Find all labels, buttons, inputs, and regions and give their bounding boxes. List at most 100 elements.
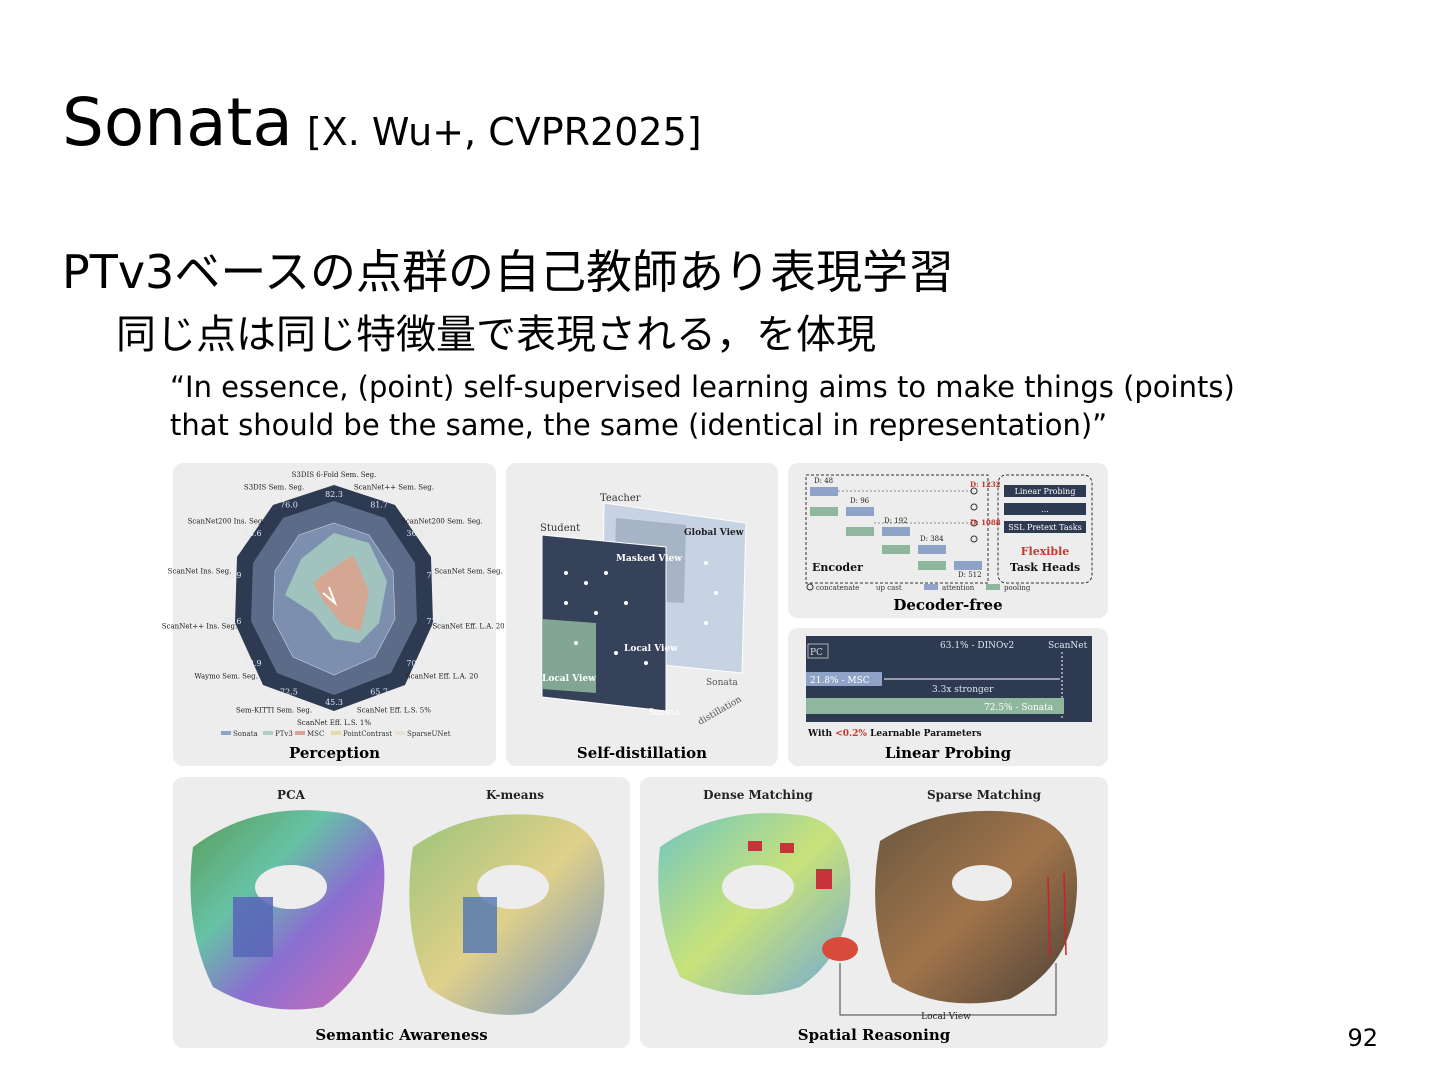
- legend-sparseunet: SparseUNet: [407, 730, 451, 738]
- decoder-free-title: Decoder-free: [893, 596, 1003, 614]
- radar-axis-label: ScanNet Eff. L.S. 5%: [357, 707, 431, 715]
- encoder-label: Encoder: [812, 561, 863, 574]
- spatial-reasoning-image: Dense Matching Sparse Matching Local Vie…: [658, 788, 1078, 1022]
- panel-perception: 82.3 81.7 36.8 79.4 73.6 70.5 65.7 45.3 72.5 72.9…: [162, 463, 505, 766]
- legend-msc: MSC: [307, 730, 324, 738]
- lp-footnote-pre: With: [807, 729, 835, 739]
- quote: “In essence, (point) self-supervised lea…: [170, 368, 1235, 444]
- radar-axis-label: ScanNet200 Ins. Seg.: [188, 518, 265, 526]
- legend-sonata: Sonata: [233, 730, 258, 738]
- radar-value: 73.6: [426, 617, 444, 626]
- page-number: 92: [1347, 1024, 1378, 1052]
- masked-view-label: Masked View: [616, 554, 682, 564]
- kmeans-label: K-means: [486, 788, 544, 802]
- radar-axis-label: ScanNet Eff. L.A. 20: [406, 672, 478, 680]
- radar-value: 35.6: [224, 617, 242, 626]
- radar-value: 72.5: [280, 688, 298, 697]
- msc-label: 21.8% - MSC: [810, 676, 870, 686]
- slide-title: Sonata [X. Wu+, CVPR2025]: [62, 84, 702, 161]
- dim-1232: D: 1232: [970, 480, 1001, 489]
- lp-footnote-post: Learnable Parameters: [867, 729, 982, 739]
- lp-footnote: With <0.2% Learnable Parameters: [807, 729, 982, 739]
- sonata-label-1: Sonata: [706, 678, 738, 688]
- dim-1088: D: 1088: [970, 518, 1001, 527]
- pca-label: PCA: [277, 788, 306, 802]
- panel-self-distillation: Teacher Global View Student Masked View …: [506, 463, 778, 766]
- dense-matching-label: Dense Matching: [703, 788, 813, 802]
- lp-footnote-em: <0.2%: [835, 729, 867, 739]
- radar-value: 79.4: [426, 571, 444, 580]
- radar-axis-label: ScanNet Ins. Seg.: [168, 567, 232, 575]
- radar-axis-label: ScanNet Eff. L.S. 1%: [297, 719, 371, 727]
- self-distillation-title: Self-distillation: [576, 744, 708, 762]
- radar-value: 81.7: [370, 500, 388, 509]
- head-ssl: SSL Pretext Tasks: [1008, 523, 1081, 532]
- bullet-level2: 同じ点は同じ特徴量で表現される，を体現: [116, 312, 876, 358]
- head-ellipsis: ...: [1041, 505, 1049, 514]
- dataset-label: ScanNet: [1048, 641, 1088, 651]
- flexible-line1: Flexible: [1021, 545, 1070, 558]
- panel-semantic-awareness: PCA K-means Semantic Awareness: [173, 777, 630, 1048]
- title-main: Sonata: [62, 84, 293, 161]
- legend-pooling: pooling: [1004, 584, 1031, 592]
- bullet-level1: PTv3ベースの点群の自己教師あり表現学習: [62, 245, 955, 299]
- legend-upcast: up cast: [876, 584, 902, 592]
- dinov2-label: 63.1% - DINOv2: [940, 641, 1014, 651]
- dim-96: D: 96: [850, 497, 870, 505]
- radar-axis-label: S3DIS 6-Fold Sem. Seg.: [292, 471, 377, 479]
- panel-linear-probing: PC 63.1% - DINOv2 ScanNet 21.8% - MSC 3.…: [788, 628, 1108, 766]
- legend-pointcontrast: PointContrast: [343, 730, 392, 738]
- student-label: Student: [540, 523, 580, 534]
- decoder-diagram: D: 48 D: 96 D: 192 D: 384 D: 512 D: 1232…: [805, 474, 1093, 592]
- radar-axis-label: ScanNet200 Sem. Seg.: [401, 518, 483, 526]
- radar-value: 36.8: [406, 529, 424, 538]
- radar-axis-label: Waymo Sem. Seg.: [194, 672, 257, 680]
- radar-value: 76.0: [280, 500, 298, 509]
- sonata-bar-label: 72.5% - Sonata: [984, 703, 1054, 713]
- local-view-label-1: Local View: [624, 644, 678, 654]
- quote-line-1: “In essence, (point) self-supervised lea…: [170, 370, 1235, 404]
- perception-title: Perception: [288, 744, 381, 762]
- legend-attention: attention: [942, 584, 975, 592]
- radar-value: 45.3: [325, 698, 343, 707]
- radar-value: 33.6: [244, 529, 262, 538]
- radar-value: 55.9: [224, 571, 242, 580]
- radar-value: 72.9: [244, 659, 262, 668]
- distillation-label: distillation: [697, 695, 744, 728]
- local-view-label-2: Local View: [542, 674, 596, 684]
- spatial-reasoning-title: Spatial Reasoning: [797, 1026, 951, 1044]
- radar-chart: 82.3 81.7 36.8 79.4 73.6 70.5 65.7 45.3 72.5 72.9…: [162, 471, 505, 738]
- pc-label: PC: [810, 648, 823, 658]
- global-view-label: Global View: [684, 528, 744, 538]
- radar-value: 65.7: [370, 688, 388, 697]
- semantic-awareness-title: Semantic Awareness: [315, 1026, 488, 1044]
- radar-value: 82.3: [325, 490, 343, 499]
- legend-ptv3: PTv3: [275, 730, 293, 738]
- head-linear-probing: Linear Probing: [1015, 487, 1076, 496]
- sparse-matching-label: Sparse Matching: [927, 788, 1042, 802]
- stronger-label: 3.3x stronger: [932, 685, 994, 695]
- radar-axis-label: S3DIS Sem. Seg.: [244, 483, 304, 491]
- panel-spatial-reasoning: Dense Matching Sparse Matching Local Vie…: [640, 777, 1108, 1048]
- radar-axis-label: ScanNet++ Ins. Seg.: [162, 623, 237, 631]
- dim-384: D: 384: [920, 535, 944, 543]
- radar-axis-label: ScanNet Eff. L.A. 20: [432, 623, 504, 631]
- teacher-label: Teacher: [600, 493, 641, 504]
- title-reference: [X. Wu+, CVPR2025]: [306, 110, 702, 154]
- radar-axis-label: ScanNet++ Sem. Seg.: [354, 483, 434, 491]
- dim-192: D: 192: [884, 517, 908, 525]
- panel-decoder-free: D: 48 D: 96 D: 192 D: 384 D: 512 D: 1232…: [788, 463, 1108, 618]
- sonata-label-2: Sonata: [648, 708, 680, 718]
- local-view-note: Local View: [921, 1012, 971, 1022]
- linear-probing-title: Linear Probing: [884, 744, 1012, 762]
- linear-probing-chart: PC 63.1% - DINOv2 ScanNet 21.8% - MSC 3.…: [806, 636, 1092, 739]
- distillation-diagram: Teacher Global View Student Masked View …: [540, 493, 747, 728]
- dim-512: D: 512: [958, 571, 982, 579]
- quote-line-2: that should be the same, the same (ident…: [170, 408, 1108, 442]
- radar-axis-label: ScanNet Sem. Seg.: [434, 567, 502, 575]
- flexible-line2: Task Heads: [1010, 561, 1080, 574]
- semantic-awareness-image: PCA K-means: [190, 788, 605, 1015]
- radar-axis-label: Sem-KITTI Sem. Seg.: [236, 707, 312, 715]
- dim-48: D: 48: [814, 477, 833, 485]
- radar-value: 70.5: [406, 659, 424, 668]
